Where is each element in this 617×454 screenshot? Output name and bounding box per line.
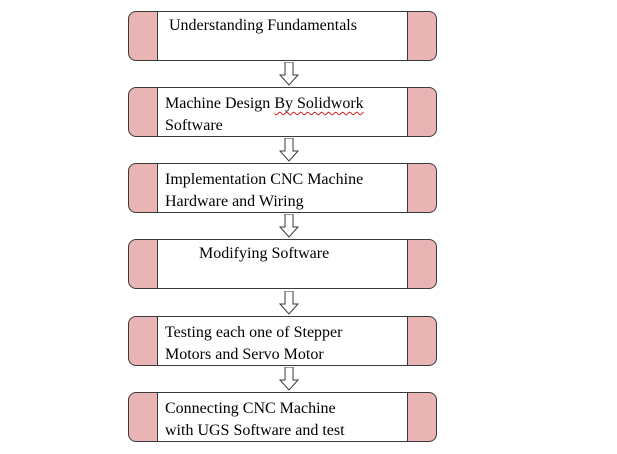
step-content-box: [157, 164, 408, 212]
step-label-line2: with UGS Software and test: [165, 422, 345, 439]
step-content-box: [157, 393, 408, 441]
flow-step-6: Connecting CNC Machine with UGS Software…: [128, 392, 437, 442]
step-content-box: [157, 240, 408, 288]
step-text: Implementation CNC Machine Hardware and …: [165, 169, 406, 212]
step-text: Modifying Software: [199, 243, 406, 265]
step-label-line1: Connecting CNC Machine: [165, 400, 336, 417]
step-text: Machine Design By Solidwork Software: [165, 93, 406, 136]
flow-step-1: Understanding Fundamentals: [128, 11, 437, 61]
step-label-line1-text: Machine Design By Solidwork: [165, 95, 364, 112]
step-label-line1: Machine Design By Solidwork: [165, 93, 406, 115]
flow-step-3: Implementation CNC Machine Hardware and …: [128, 163, 437, 213]
step-label-line1: Testing each one of Stepper: [165, 324, 343, 341]
flow-step-2: Machine Design By Solidwork Software: [128, 87, 437, 137]
flow-step-5: Testing each one of Stepper Motors and S…: [128, 316, 437, 366]
spellcheck-underline: By Solidwork: [274, 95, 364, 112]
step-text: Connecting CNC Machine with UGS Software…: [165, 398, 406, 441]
down-arrow-icon: [279, 214, 299, 238]
step-label-line2: Software: [165, 117, 223, 134]
down-arrow-icon: [279, 62, 299, 86]
step-content-box: [157, 12, 408, 60]
step-text: Testing each one of Stepper Motors and S…: [165, 322, 406, 365]
step-label-line1: Understanding Fundamentals: [169, 17, 357, 34]
step-text: Understanding Fundamentals: [169, 15, 406, 37]
down-arrow-icon: [279, 138, 299, 162]
down-arrow-icon: [279, 291, 299, 315]
step-label-line1: Modifying Software: [199, 245, 330, 262]
down-arrow-icon: [279, 367, 299, 391]
step-content-box: [157, 317, 408, 365]
step-label-line1: Implementation CNC Machine: [165, 171, 364, 188]
step-label-line2: Motors and Servo Motor: [165, 346, 324, 363]
step-content-box: [157, 88, 408, 136]
step-label-line2: Hardware and Wiring: [165, 193, 304, 210]
flow-step-4: Modifying Software: [128, 239, 437, 289]
